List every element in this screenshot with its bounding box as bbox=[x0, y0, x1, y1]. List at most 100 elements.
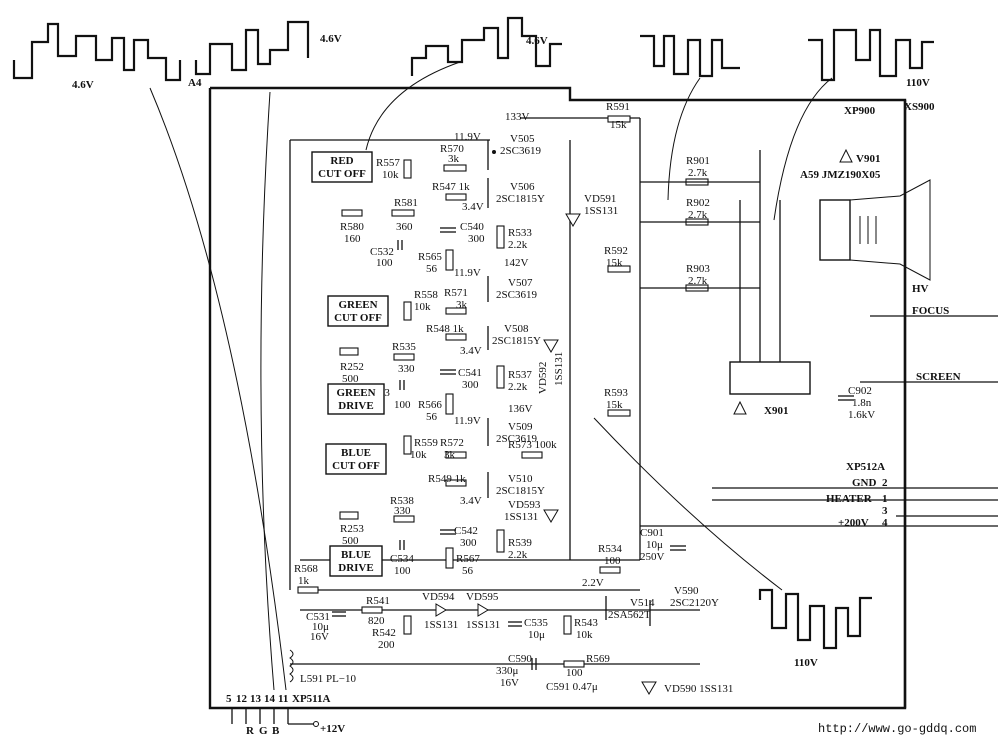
r541: R541 820 bbox=[361, 595, 390, 627]
svg-text:2SC1815Y: 2SC1815Y bbox=[492, 335, 541, 347]
r565: R565 56 bbox=[418, 249, 454, 275]
svg-text:C535: C535 bbox=[524, 617, 548, 629]
crt-neck bbox=[819, 179, 931, 281]
svg-text:3: 3 bbox=[882, 505, 888, 517]
svg-text:C590: C590 bbox=[508, 653, 532, 665]
pointer-curve-g bbox=[260, 91, 275, 691]
svg-text:R542: R542 bbox=[372, 627, 396, 639]
svg-text:10μ: 10μ bbox=[528, 629, 545, 641]
svg-text:RED: RED bbox=[330, 155, 353, 167]
svg-text:1.8n: 1.8n bbox=[852, 397, 872, 409]
v509: V509 2SC3619 11.9V bbox=[454, 415, 537, 446]
svg-text:2SC3619: 2SC3619 bbox=[496, 433, 537, 445]
c541: C541 300 bbox=[440, 367, 482, 391]
svg-text:R548 1k: R548 1k bbox=[426, 323, 464, 335]
svg-text:2.2k: 2.2k bbox=[508, 381, 528, 393]
svg-text:R593: R593 bbox=[604, 387, 628, 399]
r903: R903 2.7k bbox=[685, 263, 710, 292]
svg-text:R541: R541 bbox=[366, 595, 390, 607]
svg-text:11.9V: 11.9V bbox=[454, 267, 481, 279]
svg-text:R543: R543 bbox=[574, 617, 598, 629]
vd593: VD593 1SS131 bbox=[504, 499, 559, 523]
r591: R591 15k bbox=[606, 101, 631, 131]
r571: R571 3k bbox=[444, 287, 468, 315]
r581: R581 360 bbox=[391, 197, 418, 233]
svg-text:10k: 10k bbox=[382, 169, 399, 181]
svg-text:R253: R253 bbox=[340, 523, 364, 535]
svg-text:1SS131: 1SS131 bbox=[584, 205, 618, 217]
r253: R253 500 bbox=[339, 511, 364, 547]
svg-text:R572: R572 bbox=[440, 437, 464, 449]
svg-text:VD595: VD595 bbox=[466, 591, 499, 603]
svg-text:330: 330 bbox=[394, 505, 411, 517]
blue-drive-box: BLUE DRIVE bbox=[329, 545, 383, 577]
r539: R539 2.2k bbox=[496, 529, 532, 561]
svg-text:160: 160 bbox=[344, 233, 361, 245]
svg-text:11.9V: 11.9V bbox=[454, 131, 481, 143]
svg-text:100: 100 bbox=[604, 555, 621, 567]
red-cutoff-box: RED CUT OFF bbox=[311, 151, 373, 183]
vd592: VD592 1SS131 bbox=[537, 339, 565, 394]
svg-text:C901: C901 bbox=[640, 527, 664, 539]
r538: R538 330 bbox=[390, 495, 415, 523]
pointer-curve-4 bbox=[593, 417, 783, 591]
svg-text:V506: V506 bbox=[510, 181, 535, 193]
svg-text:R547 1k: R547 1k bbox=[432, 181, 470, 193]
svg-text:330: 330 bbox=[398, 363, 415, 375]
vd594: VD594 1SS131 bbox=[422, 591, 458, 631]
svg-text:V505: V505 bbox=[510, 133, 535, 145]
svg-text:GREEN: GREEN bbox=[336, 387, 375, 399]
c590: C590 330μ 16V bbox=[496, 653, 537, 689]
voltage-136v: 136V bbox=[508, 403, 533, 415]
svg-text:56: 56 bbox=[426, 411, 438, 423]
svg-text:2: 2 bbox=[882, 477, 888, 489]
c591-label: C591 0.47μ bbox=[546, 681, 598, 693]
svg-text:200: 200 bbox=[378, 639, 395, 651]
svg-text:R538: R538 bbox=[390, 495, 414, 507]
v901-warning-icon bbox=[839, 148, 853, 163]
svg-text:2SC3619: 2SC3619 bbox=[500, 145, 541, 157]
r558: R558 10k bbox=[403, 289, 438, 321]
svg-text:G: G bbox=[259, 725, 268, 737]
waveform-2-tag: A4 bbox=[188, 77, 202, 89]
v506: V506 2SC1815Y 3.4V bbox=[462, 178, 545, 213]
svg-text:V514: V514 bbox=[630, 597, 655, 609]
svg-text:13: 13 bbox=[250, 693, 262, 705]
c532: C532 100 bbox=[370, 240, 403, 269]
v510: V510 2SC1815Y 3.4V bbox=[460, 472, 545, 507]
r593: R593 15k bbox=[604, 387, 631, 417]
svg-text:11.9V: 11.9V bbox=[454, 415, 481, 427]
svg-text:360: 360 bbox=[396, 221, 413, 233]
svg-text:3k: 3k bbox=[444, 449, 456, 461]
svg-text:820: 820 bbox=[368, 615, 385, 627]
svg-text:10μ: 10μ bbox=[646, 539, 663, 551]
r252: R252 500 bbox=[339, 347, 364, 385]
svg-text:R558: R558 bbox=[414, 289, 438, 301]
crt-model-label: A59 JMZ190X05 bbox=[800, 169, 881, 181]
svg-text:R569: R569 bbox=[586, 653, 610, 665]
watermark-url: http://www.go-gddq.com bbox=[818, 722, 976, 736]
svg-text:11: 11 bbox=[278, 693, 288, 705]
svg-text:R568: R568 bbox=[294, 563, 318, 575]
svg-text:3.4V: 3.4V bbox=[460, 345, 482, 357]
r567: R567 56 bbox=[445, 547, 480, 577]
svg-text:CUT OFF: CUT OFF bbox=[332, 460, 380, 472]
r592: R592 15k bbox=[604, 245, 631, 273]
svg-text:R252: R252 bbox=[340, 361, 364, 373]
svg-text:300: 300 bbox=[460, 537, 477, 549]
svg-text:56: 56 bbox=[426, 263, 438, 275]
svg-text:C541: C541 bbox=[458, 367, 482, 379]
r537: R537 2.2k bbox=[496, 365, 532, 393]
svg-text:2SC2120Y: 2SC2120Y bbox=[670, 597, 719, 609]
svg-text:56: 56 bbox=[462, 565, 474, 577]
svg-text:R549 1k: R549 1k bbox=[428, 473, 466, 485]
svg-text:1.6kV: 1.6kV bbox=[848, 409, 875, 421]
svg-text:BLUE: BLUE bbox=[341, 549, 371, 561]
svg-text:4: 4 bbox=[882, 517, 888, 529]
svg-text:15k: 15k bbox=[606, 257, 623, 269]
svg-text:XP511A: XP511A bbox=[292, 693, 331, 705]
r568: R568 1k bbox=[294, 563, 319, 594]
svg-text:2SC3619: 2SC3619 bbox=[496, 289, 537, 301]
svg-text:2SA562T: 2SA562T bbox=[608, 609, 651, 621]
voltage-133v: 133V bbox=[505, 111, 530, 123]
